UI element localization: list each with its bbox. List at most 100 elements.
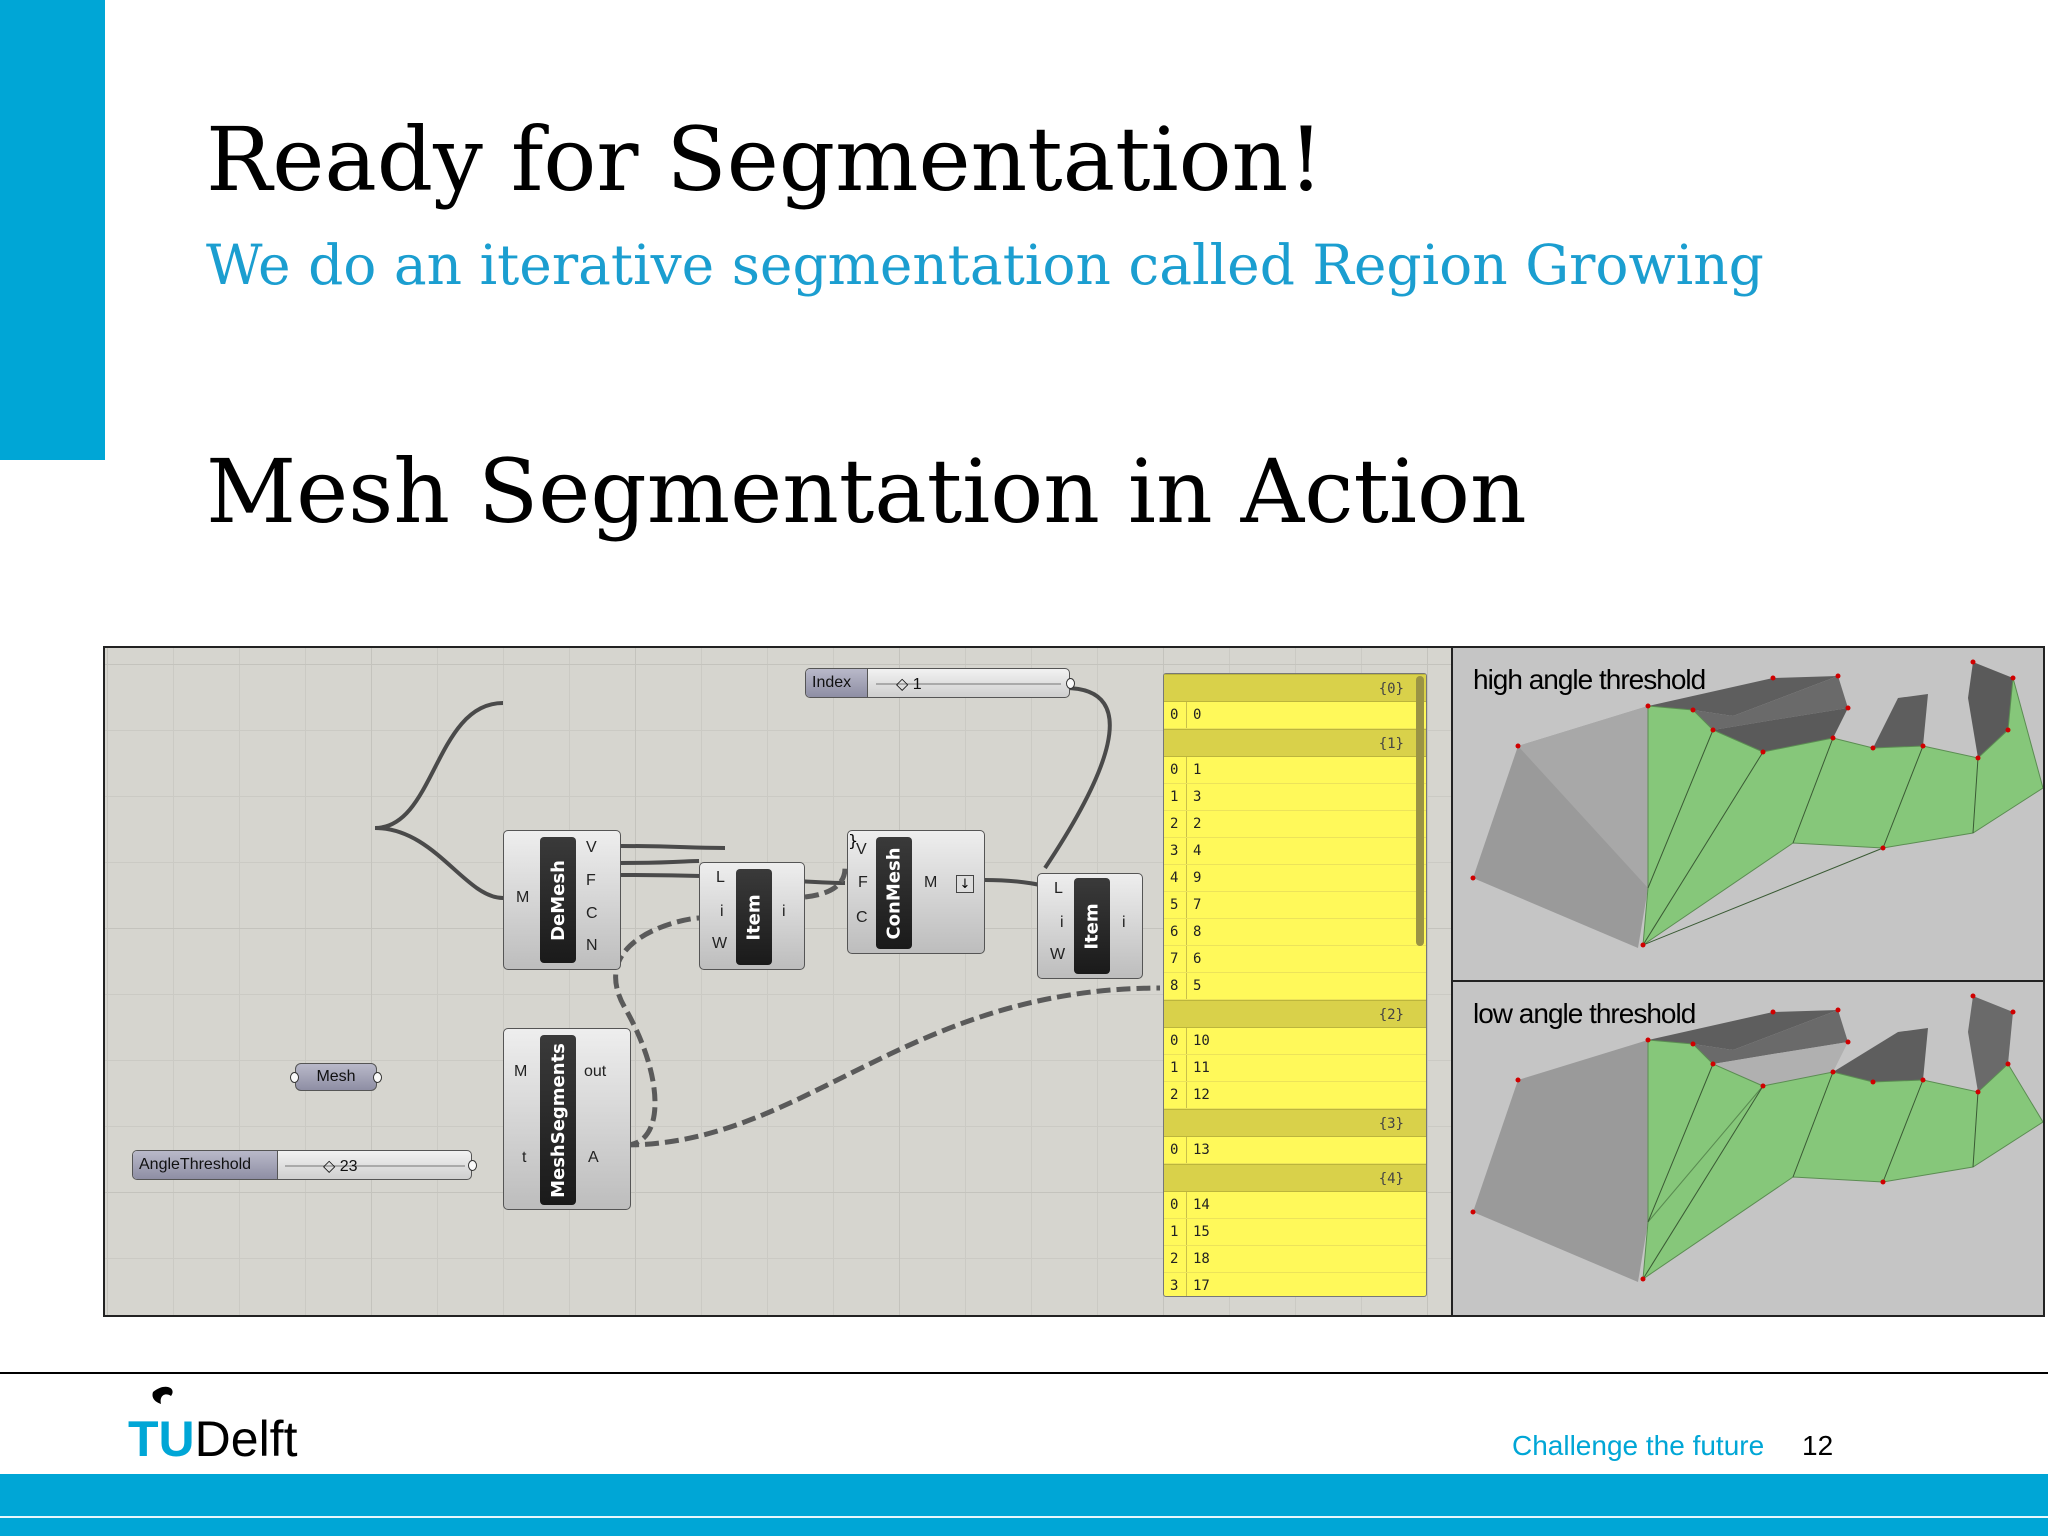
logo-tu: TU [128, 1411, 195, 1467]
meshsegments-output-a[interactable]: A [588, 1149, 599, 1166]
wire-mesh-meshsegments [374, 826, 504, 900]
panel-row-index: 5 [1164, 892, 1187, 918]
conmesh-name: ConMesh [876, 837, 912, 949]
item-1-input-l[interactable]: L [716, 869, 725, 886]
wire-f-item [619, 859, 700, 865]
figure-divider [1451, 648, 1453, 1315]
viewport-low-threshold: low angle threshold [1453, 982, 2043, 1315]
panel-path-header: {4} [1164, 1164, 1426, 1192]
panel-row-value: 2 [1193, 816, 1202, 832]
panel-row-value: 14 [1193, 1197, 1210, 1213]
panel-row-value: 8 [1193, 924, 1202, 940]
meshsegments-input-t[interactable]: t [522, 1149, 527, 1166]
list-item-component-2[interactable]: Item L i W i [1037, 873, 1143, 979]
panel-path-header: {1} [1164, 729, 1426, 757]
panel-row: 0 14 [1164, 1192, 1426, 1219]
mesh-param-output[interactable] [373, 1072, 382, 1083]
index-slider[interactable]: Index ◇ 1 [805, 668, 1075, 698]
conmesh-input-v[interactable]: V [856, 841, 867, 858]
grasshopper-figure: Index ◇ 1 AngleThreshold ◇ 23 Mesh DeMes… [103, 646, 2045, 1317]
conmesh-component[interactable]: ConMesh V F C M ↓ } [847, 830, 985, 954]
meshsegments-component[interactable]: MeshSegments M t out A [503, 1028, 631, 1210]
wire-index-item [1043, 686, 1112, 870]
panel-row-index: 2 [1164, 1082, 1187, 1108]
item-1-output-i[interactable]: i [782, 903, 786, 920]
panel-row-value: 7 [1193, 897, 1202, 913]
panel-row: 3 17 [1164, 1273, 1426, 1296]
expand-arrow-icon[interactable]: ↓ [956, 875, 974, 893]
wire-mesh-demesh [374, 701, 504, 830]
demesh-output-c[interactable]: C [586, 905, 598, 922]
meshsegments-name: MeshSegments [540, 1035, 576, 1205]
item-2-input-w[interactable]: W [1050, 946, 1066, 963]
demesh-component[interactable]: DeMesh M V F C N [503, 830, 621, 970]
tagline: Challenge the future [1512, 1430, 1765, 1461]
item-2-name: Item [1074, 878, 1110, 974]
conmesh-output-m[interactable]: M [924, 874, 938, 891]
panel-row-index: 3 [1164, 1273, 1187, 1296]
panel-row-index: 1 [1164, 1055, 1187, 1081]
panel-scrollbar[interactable] [1416, 676, 1424, 946]
item-2-output-i[interactable]: i [1122, 914, 1126, 931]
item-2-input-i[interactable]: i [1060, 914, 1064, 931]
conmesh-input-c[interactable]: C [856, 909, 868, 926]
panel-row-value: 4 [1193, 843, 1202, 859]
panel-row-index: 0 [1164, 1192, 1187, 1218]
demesh-name: DeMesh [540, 837, 576, 963]
demesh-output-n[interactable]: N [586, 937, 598, 954]
panel-row-index: 6 [1164, 919, 1187, 945]
panel-row-index: 8 [1164, 973, 1187, 999]
wire-a-panel [624, 985, 1161, 1148]
angle-threshold-label: AngleThreshold [133, 1151, 278, 1179]
accent-bar [0, 0, 105, 460]
wire-v-conmesh [619, 844, 726, 850]
conmesh-input-f[interactable]: F [858, 874, 868, 891]
mesh-render-low [1470, 993, 2043, 1282]
demesh-input-m[interactable]: M [516, 889, 530, 906]
angle-threshold-output[interactable] [468, 1160, 477, 1171]
panel-row-value: 9 [1193, 870, 1202, 886]
meshsegments-output-out[interactable]: out [584, 1063, 607, 1080]
demesh-output-f[interactable]: F [586, 872, 596, 889]
panel-row-value: 17 [1193, 1278, 1210, 1294]
viewport-high-threshold: high angle threshold [1453, 648, 2043, 982]
wire-a-item [613, 915, 700, 1148]
index-slider-track [876, 683, 1061, 685]
list-item-component-1[interactable]: Item L i W i [699, 862, 805, 970]
index-slider-output[interactable] [1066, 678, 1075, 689]
angle-threshold-track [285, 1165, 465, 1167]
index-slider-label: Index [806, 669, 868, 697]
mesh-param-input[interactable] [290, 1072, 299, 1083]
item-1-input-w[interactable]: W [712, 935, 728, 952]
slide-title: Ready for Segmentation! [206, 108, 1324, 211]
item-2-input-l[interactable]: L [1054, 880, 1063, 897]
panel-path-header: {0} [1164, 674, 1426, 702]
mesh-param[interactable]: Mesh [290, 1063, 382, 1091]
panel-path-header: {2} [1164, 1000, 1426, 1028]
panel-row-value: 15 [1193, 1224, 1210, 1240]
angle-threshold-slider[interactable]: AngleThreshold ◇ 23 [132, 1150, 477, 1180]
viewport-low-label: low angle threshold [1473, 998, 1696, 1029]
panel-row-value: 5 [1193, 978, 1202, 994]
tudelft-flame-icon [152, 1386, 173, 1404]
panel-row-index: 2 [1164, 811, 1187, 837]
panel-row-index: 2 [1164, 1246, 1187, 1272]
footer-divider [0, 1372, 2048, 1374]
meshsegments-input-m[interactable]: M [514, 1063, 528, 1080]
item-1-input-i[interactable]: i [720, 903, 724, 920]
panel-row-value: 11 [1193, 1060, 1210, 1076]
demesh-output-v[interactable]: V [586, 839, 597, 856]
logo-delft: Delft [194, 1411, 298, 1467]
grasshopper-canvas[interactable]: Index ◇ 1 AngleThreshold ◇ 23 Mesh DeMes… [105, 648, 1451, 1315]
